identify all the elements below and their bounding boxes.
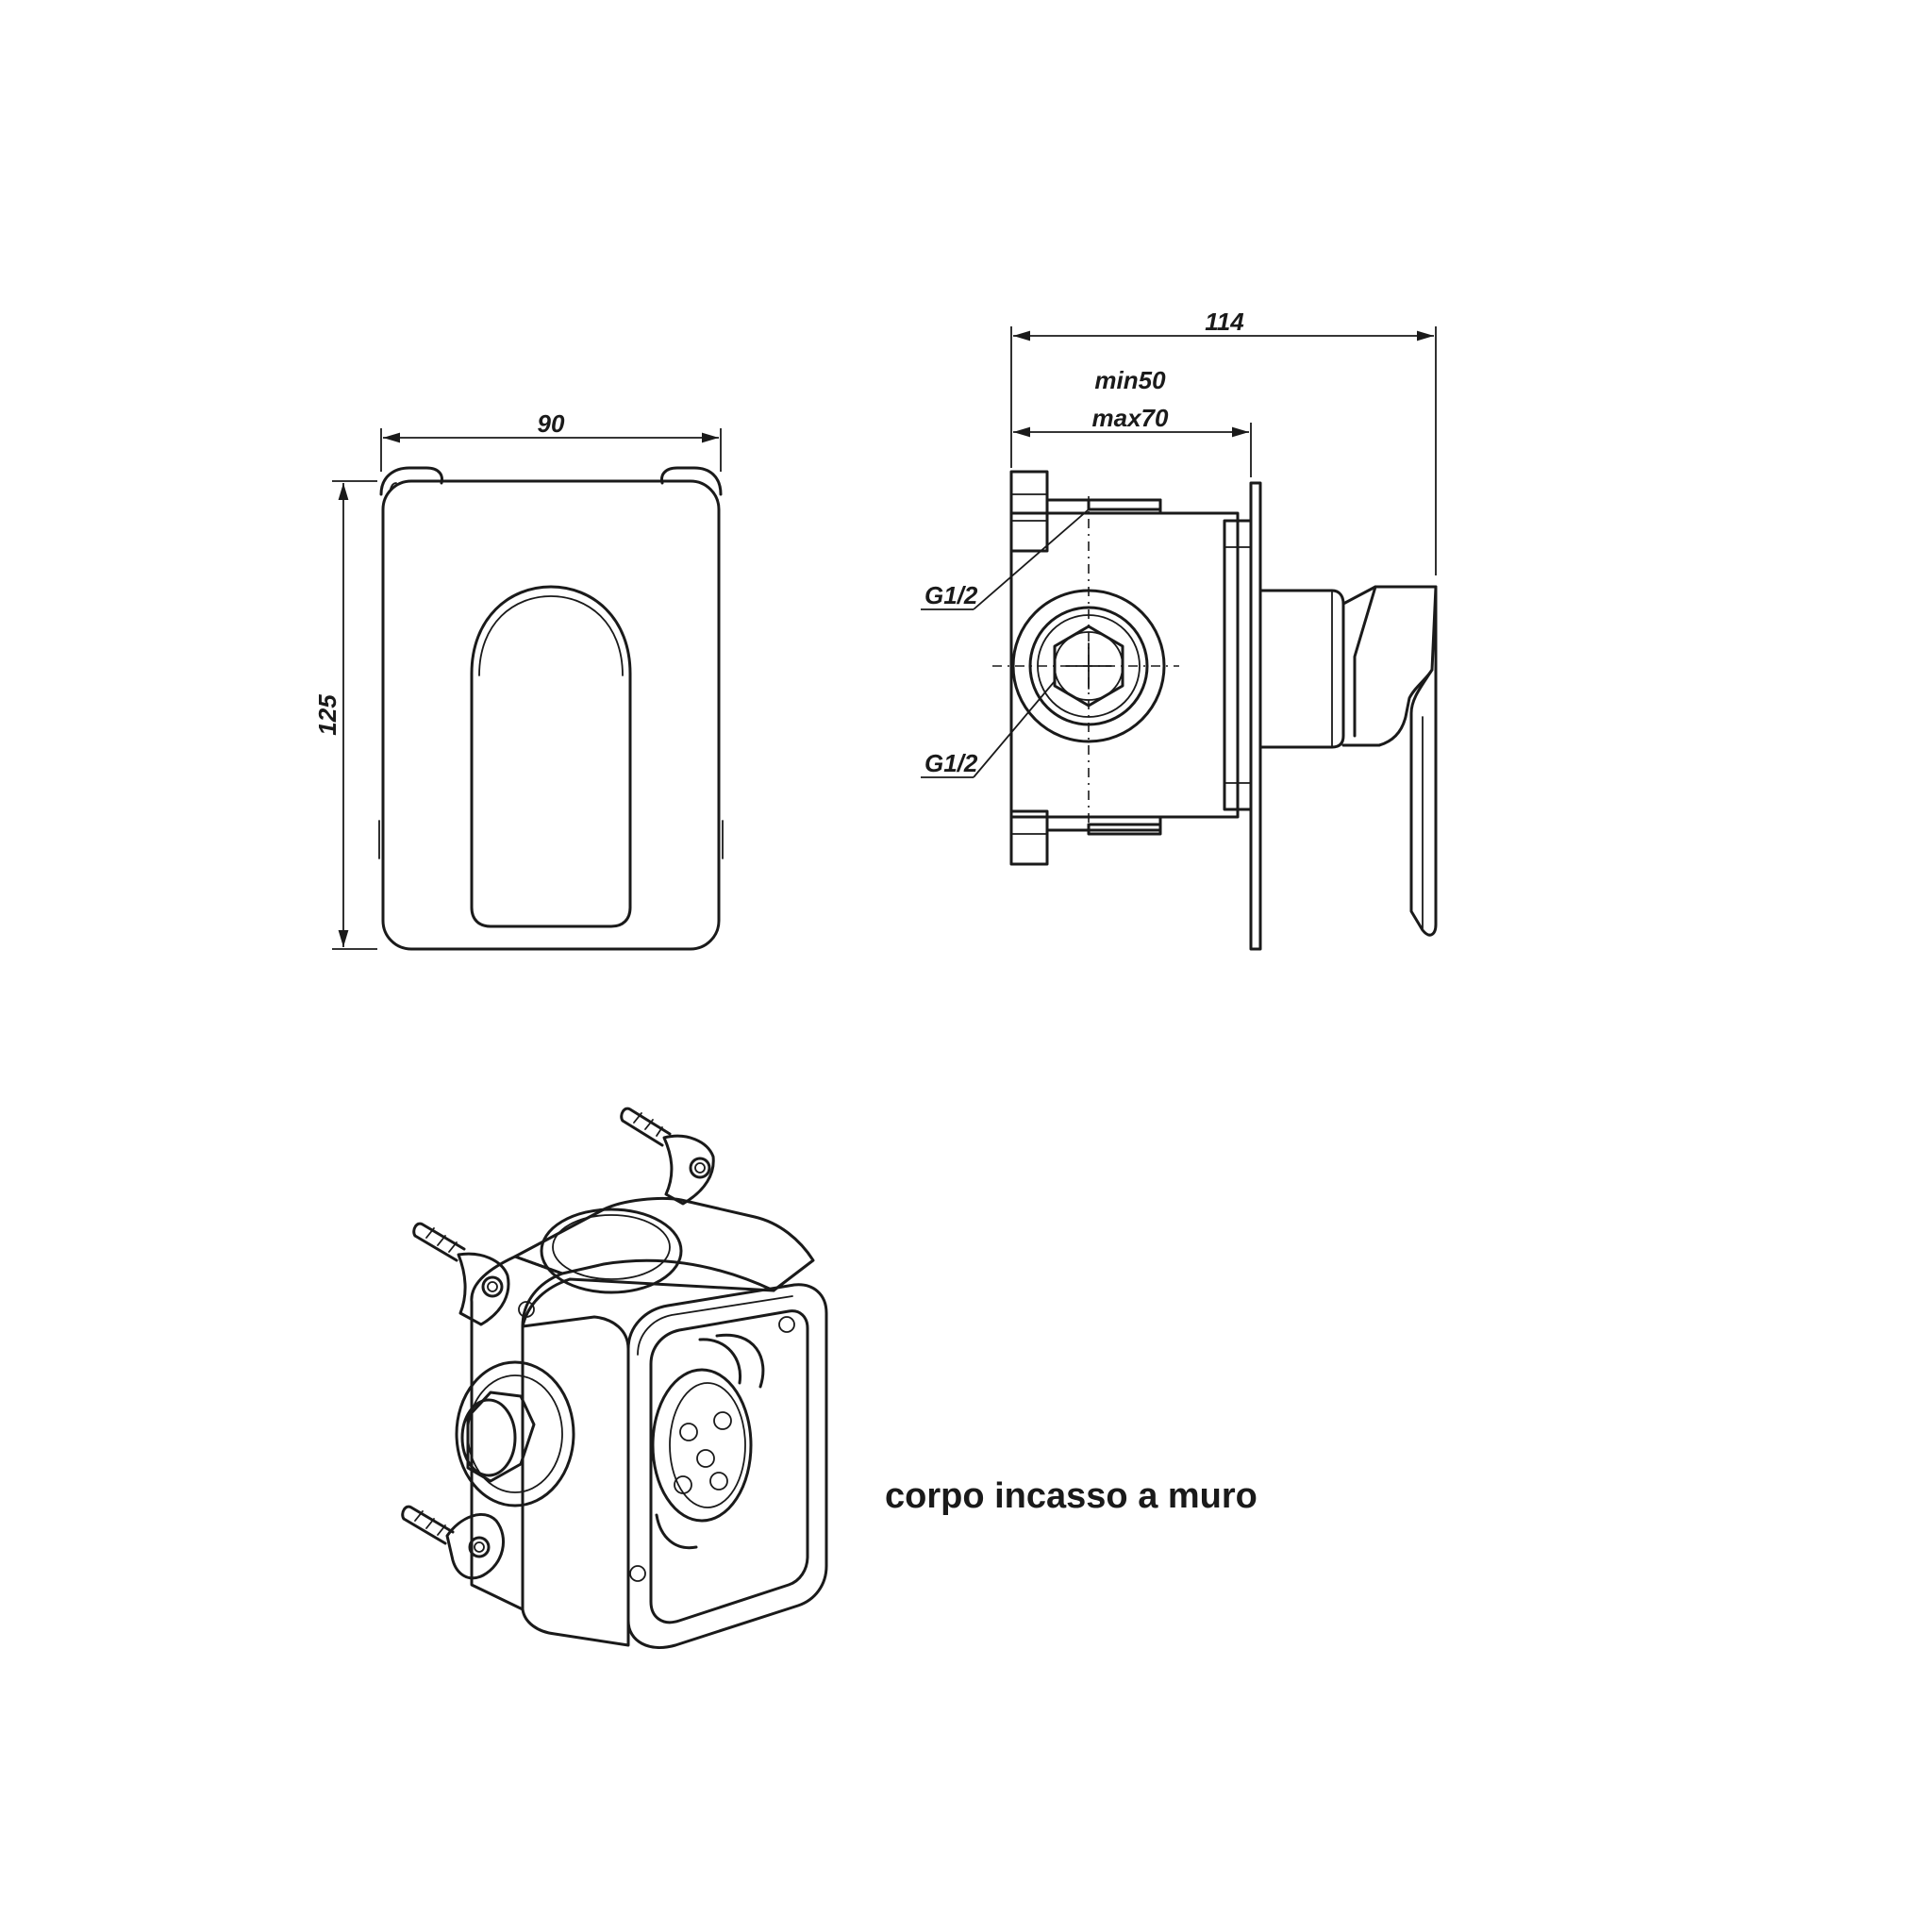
- bracket-top-right: [662, 1134, 715, 1206]
- side-thread-top-label: G1/2: [924, 581, 978, 609]
- side-overall-dimension: 114: [1010, 308, 1437, 575]
- front-handle: [470, 585, 632, 928]
- screw-bottom-left: [401, 1505, 455, 1545]
- side-inlet-hex-nut: [466, 1391, 536, 1483]
- box-front-face: [521, 1315, 630, 1647]
- screw-top-right: [620, 1107, 672, 1147]
- side-embed-min-label: min50: [1094, 366, 1166, 394]
- front-height-dimension: 125: [313, 480, 377, 950]
- side-thread-callouts: G1/2 G1/2: [921, 508, 1090, 778]
- side-inlet-outer: [1011, 589, 1166, 743]
- side-inlet-ring: [455, 1360, 575, 1507]
- box-left-face: [470, 1255, 564, 1611]
- front-height-label: 125: [313, 694, 341, 736]
- box-right-frame-inner: [649, 1309, 809, 1624]
- front-width-label: 90: [538, 409, 565, 438]
- side-overall-label: 114: [1205, 308, 1244, 336]
- caption: corpo incasso a muro: [885, 1476, 1257, 1516]
- front-handle-inner: [478, 595, 624, 676]
- top-port: [540, 1208, 683, 1294]
- isometric-body: [401, 1107, 828, 1649]
- box-top-face: [513, 1197, 815, 1292]
- side-ear-top: [1009, 470, 1049, 553]
- side-thread-bottom-label: G1/2: [924, 749, 978, 777]
- side-wall-plate: [1249, 481, 1262, 951]
- front-ear-top-right: [660, 466, 723, 496]
- side-embed-max-label: max70: [1092, 404, 1169, 432]
- front-cover-plate: [381, 479, 721, 951]
- cartridge-face: [651, 1368, 753, 1523]
- box-right-frame-outer: [626, 1283, 828, 1649]
- front-view: [378, 466, 724, 951]
- front-width-dimension: 90: [380, 409, 722, 472]
- side-body: [1009, 511, 1240, 819]
- side-cartridge: [1258, 589, 1345, 749]
- side-inlet-hex: [1053, 625, 1124, 708]
- side-ear-bottom: [1009, 809, 1049, 866]
- front-ear-top-left: [379, 466, 443, 496]
- screw-top-left: [412, 1222, 466, 1262]
- side-embed-dimension: min50 max70: [1013, 366, 1252, 477]
- side-view: [992, 470, 1438, 951]
- bracket-top-left: [457, 1252, 510, 1326]
